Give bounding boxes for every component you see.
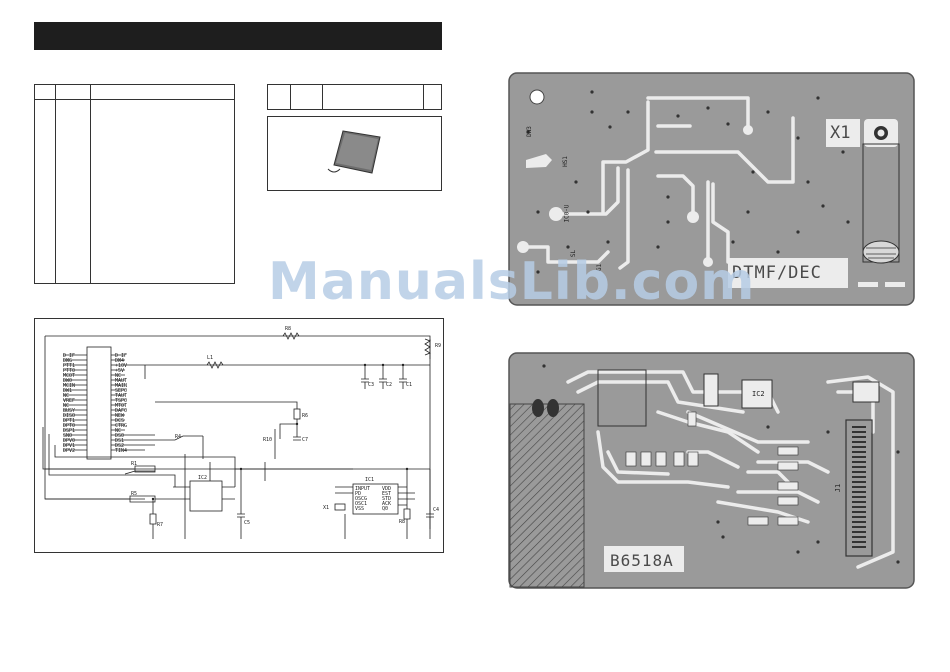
pin-left: MCIN: [63, 383, 75, 389]
ref-l1: L1: [207, 355, 213, 361]
ic1-pin: INPUT: [355, 486, 370, 492]
pin-left: SNO: [63, 433, 72, 439]
ref-ic2: IC2: [198, 475, 207, 481]
ref-c3: C3: [368, 382, 374, 388]
pin-right: MAIN: [115, 383, 127, 389]
pcb-bottom-svg: [508, 352, 915, 589]
pin-right: DW4: [115, 358, 124, 364]
watermark: ManualsLib.com: [268, 252, 756, 312]
pin-left: MCOT: [63, 373, 75, 379]
pin-right: TAUT: [115, 393, 127, 399]
board-name-label: DTMF/DEC: [732, 263, 822, 283]
ref-c7: C7: [302, 437, 308, 443]
ic1-pin: STD: [382, 496, 391, 502]
pin-left: D_IF: [63, 353, 75, 359]
silk-dw3: DW3: [525, 126, 533, 137]
pin-left: DWG: [63, 358, 72, 364]
title-bar: [34, 22, 442, 50]
board-id-label: B6518A: [610, 551, 674, 570]
pin-right: NC: [115, 428, 121, 434]
pin-left: NC: [63, 403, 69, 409]
x1-silk-label: X1: [830, 123, 851, 143]
pin-right: SEP0: [115, 388, 127, 394]
pcb-bottom-view: B6518A IC2 J1: [508, 352, 915, 589]
pin-right: DAF0: [115, 408, 127, 414]
ref-c2: C2: [386, 382, 392, 388]
pin-right: DS0: [115, 433, 124, 439]
ref-ic1: IC1: [365, 477, 374, 483]
pin-right: DS1: [115, 438, 124, 444]
ref-c1: C1: [406, 382, 412, 388]
pin-left: DPT0: [63, 423, 75, 429]
ref-r10: R10: [263, 437, 272, 443]
schematic-svg: R8 L1 C3 C2 C1 R9 R6 C7 R10 R4 R1 R5 R7 …: [42, 326, 441, 539]
pin-left: DPV1: [63, 443, 75, 449]
ic1-pin: Q0: [382, 506, 388, 512]
ref-r8: R8: [285, 326, 291, 332]
ref-r8b: R8: [399, 519, 405, 525]
ref-r4: R4: [175, 434, 181, 440]
ref-r1: R1: [131, 461, 137, 467]
pin-right: DCS: [115, 418, 124, 424]
pin-right: DS2: [115, 443, 124, 449]
pin-left: BUSY: [63, 408, 75, 414]
pin-right: CTRG: [115, 423, 127, 429]
pin-right: TIN4: [115, 448, 127, 454]
j1-silk-label: J1: [834, 483, 843, 493]
pin-left: PTT1: [63, 363, 75, 369]
pin-left: DPV0: [63, 438, 75, 444]
ic1-pin: ACK: [382, 501, 391, 507]
silk-hs1: HS1: [561, 156, 569, 167]
accessory-table: [267, 84, 442, 110]
ic1-pin: EST: [382, 491, 391, 497]
pin-left: VREF: [63, 398, 75, 404]
pin-right: D_IF: [115, 353, 127, 359]
schematic-diagram: R8 L1 C3 C2 C1 R9 R6 C7 R10 R4 R1 R5 R7 …: [34, 318, 444, 553]
pcb-board-illustration: [327, 130, 381, 174]
ic1-pin: OSC1: [355, 501, 367, 507]
pin-left: PTT0: [63, 368, 75, 374]
pin-left: DW0: [63, 378, 72, 384]
pin-right: NC: [115, 373, 121, 379]
pin-left: DW1: [63, 388, 72, 394]
pcb-top-svg: [508, 72, 915, 306]
pin-right: +5V: [115, 368, 124, 374]
pin-right: MAUT: [115, 378, 127, 384]
pin-left: DPT1: [63, 418, 75, 424]
component-image-box: [267, 116, 442, 191]
pin-left: DPV2: [63, 448, 75, 454]
ref-c5: C5: [244, 520, 250, 526]
pin-right: NEW: [115, 413, 125, 419]
pin-left: NC: [63, 393, 69, 399]
ic2-silk-label: IC2: [752, 390, 765, 398]
ref-r7: R7: [157, 522, 163, 528]
pcb-top-view: X1 DTMF/DEC DW3 HS1 IC0-U SL G1: [508, 72, 915, 306]
ref-r5: R5: [131, 491, 137, 497]
ic1-pin: OSCG: [355, 496, 367, 502]
parts-table: [34, 84, 235, 284]
ref-c4: C4: [433, 507, 439, 513]
pin-right: TSP0: [115, 398, 127, 404]
silk-ic: IC0-U: [563, 204, 571, 223]
ic1-pin: VDD: [382, 486, 391, 492]
ref-r6: R6: [302, 413, 308, 419]
pin-right: MTOT: [115, 403, 127, 409]
pin-left: DISO: [63, 413, 75, 419]
pin-right: +10V: [115, 363, 127, 369]
ref-x1: X1: [323, 505, 329, 511]
ref-r9: R9: [435, 343, 441, 349]
ic1-pin: PD: [355, 491, 361, 497]
ic1-pin: VSS: [355, 506, 364, 512]
pin-left: DSP1: [63, 428, 75, 434]
